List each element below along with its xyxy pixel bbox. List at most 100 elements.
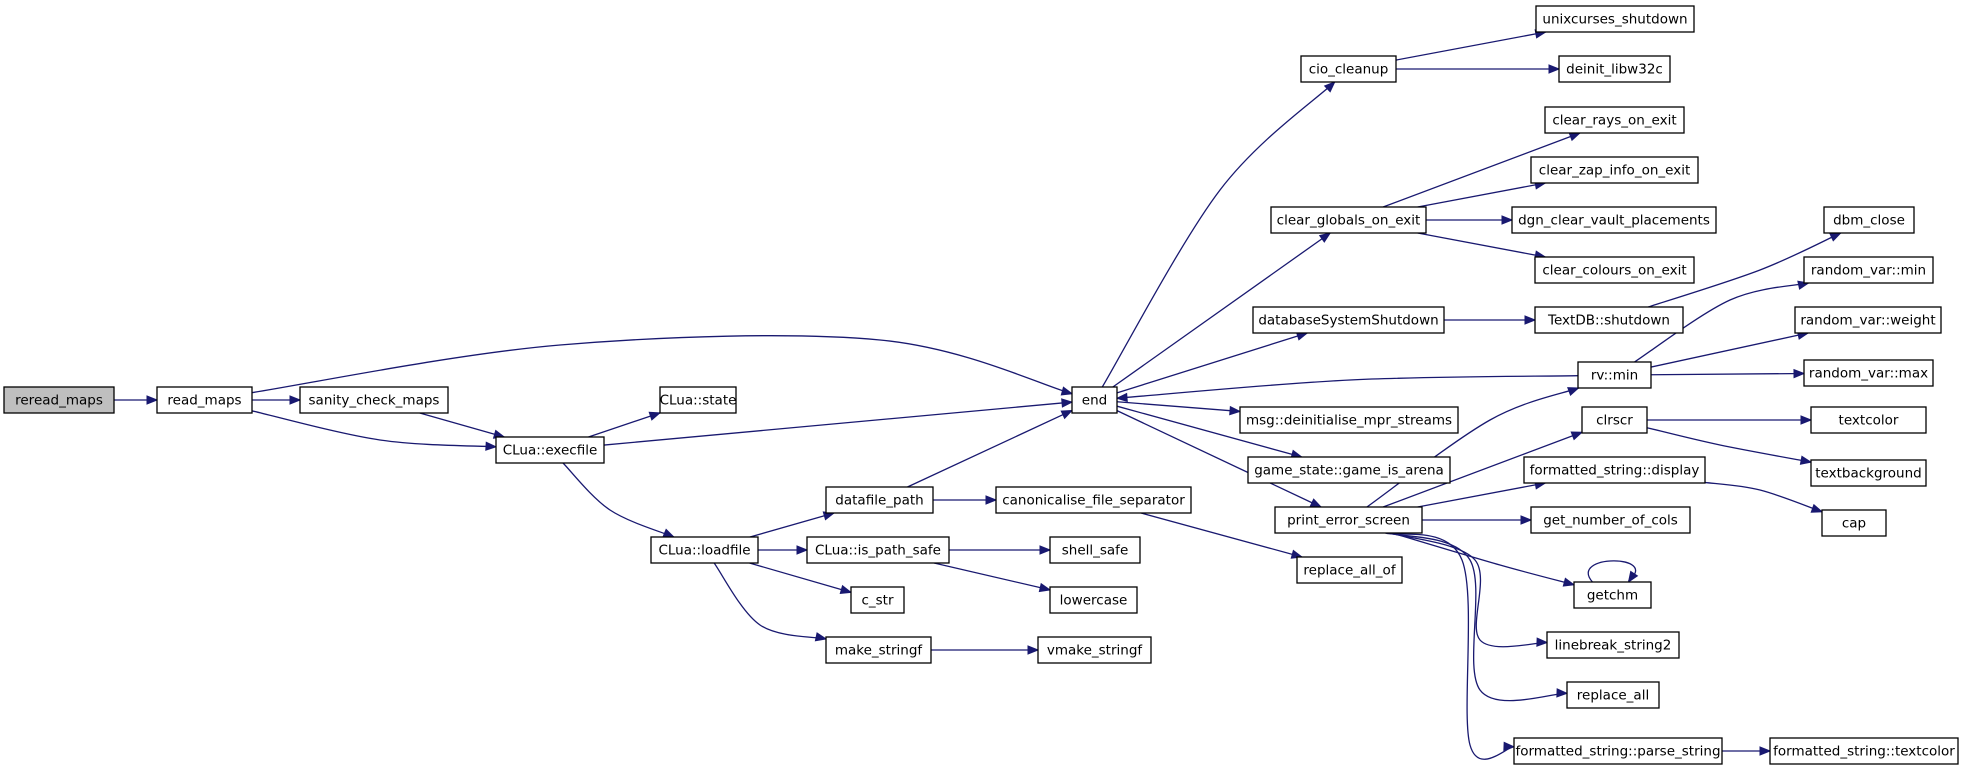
node-replace-all-of[interactable]: replace_all_of [1296,556,1403,584]
node-random-var-weight[interactable]: random_var::weight [1794,306,1942,334]
edge-arrowhead [1570,431,1584,441]
edge-line [1116,375,1579,399]
edge-getchm-to-getchm [1587,560,1639,584]
node-formatted-string-display[interactable]: formatted_string::display [1523,456,1706,484]
node-game-state-game-is-arena[interactable]: game_state::game_is_arena [1247,456,1451,484]
node-databasesystemshutdown[interactable]: databaseSystemShutdown [1252,306,1445,334]
edge-arrowhead [1524,315,1537,325]
node-deinit-libw32c[interactable]: deinit_libw32c [1558,55,1671,83]
edge-arrowhead [1568,132,1582,142]
node-box [1573,581,1652,609]
node-c-str[interactable]: c_str [850,586,905,614]
node-clear-rays-on-exit[interactable]: clear_rays_on_exit [1544,106,1685,134]
node-shell-safe[interactable]: shell_safe [1049,536,1141,564]
node-label: c_str [861,593,893,609]
node-formatted-string-textcolor[interactable]: formatted_string::textcolor [1769,737,1959,765]
node-clear-zap-info-on-exit[interactable]: clear_zap_info_on_exit [1530,156,1699,184]
node-vmake-stringf[interactable]: vmake_stringf [1037,636,1152,664]
node-box [1803,359,1934,387]
node-label: CLua::execfile [503,443,598,459]
node-lowercase[interactable]: lowercase [1049,586,1138,614]
edge-line [1389,532,1548,648]
node-print-error-screen[interactable]: print_error_screen [1274,506,1423,534]
edge-arrowhead [1503,741,1516,752]
node-clear-globals-on-exit[interactable]: clear_globals_on_exit [1270,206,1427,234]
edge-print-error-screen-to-fs-display [1417,480,1547,508]
node-clrscr[interactable]: clrscr [1581,406,1648,434]
edge-line [713,562,827,640]
edge-arrowhead [1501,215,1514,225]
node-box [1823,206,1915,234]
edge-line [1116,405,1302,458]
node-label: sanity_check_maps [309,393,440,409]
node-reread-maps[interactable]: reread_maps [3,386,115,414]
edge-line [1648,232,1841,308]
edge-arrowhead [1061,398,1074,408]
node-end[interactable]: end [1071,386,1118,414]
edge-arrowhead [1309,498,1323,508]
node-textbackground[interactable]: textbackground [1810,459,1927,487]
node-textdb-shutdown[interactable]: TextDB::shutdown [1534,306,1684,334]
node-linebreak-string2[interactable]: linebreak_string2 [1546,631,1680,659]
node-label: clear_globals_on_exit [1277,213,1421,229]
edge-line [1116,332,1308,394]
node-label: deinit_libw32c [1566,62,1663,78]
edge-print-error-screen-to-get-number-of-cols [1422,515,1533,525]
edge-arrowhead [289,395,302,405]
node-random-var-min[interactable]: random_var::min [1803,256,1934,284]
node-box [1535,5,1695,33]
node-box [650,536,759,564]
node-random-var-max[interactable]: random_var::max [1803,359,1934,387]
edge-arrowhead [1060,409,1074,420]
node-box [299,386,449,414]
edge-arrowhead [1556,688,1569,698]
edge-end-to-print-error-screen [1116,410,1323,508]
edge-line [1385,532,1515,760]
node-read-maps[interactable]: read_maps [156,386,253,414]
node-label: cap [1842,516,1866,532]
node-clua-state[interactable]: CLua::state [659,386,737,414]
edge-sanity-check-maps-to-clua-execfile [419,412,506,439]
node-formatted-string-parse-string[interactable]: formatted_string::parse_string [1513,737,1723,765]
node-dbm-close[interactable]: dbm_close [1823,206,1915,234]
edge-arrowhead [1627,570,1639,584]
edge-arrowhead [1520,515,1533,525]
node-label: CLua::is_path_safe [815,543,941,559]
node-getchm[interactable]: getchm [1573,581,1652,609]
edge-clua-loadfile-to-c-str [749,562,853,594]
node-unixcurses-shutdown[interactable]: unixcurses_shutdown [1535,5,1695,33]
node-clua-is-path-safe[interactable]: CLua::is_path_safe [806,536,950,564]
edge-line [603,401,1073,446]
node-rv-min[interactable]: rv::min [1577,361,1652,389]
edge-arrowhead [1323,81,1336,93]
node-msg-deinitialise-mpr-streams[interactable]: msg::deinitialise_mpr_streams [1239,406,1459,434]
node-make-stringf[interactable]: make_stringf [825,636,932,664]
edge-clear-globals-on-exit-to-clear-zap-info-on-exit [1417,180,1547,208]
node-canonicalise-file-separator[interactable]: canonicalise_file_separator [995,486,1192,514]
node-sanity-check-maps[interactable]: sanity_check_maps [299,386,449,414]
node-clua-execfile[interactable]: CLua::execfile [495,436,605,464]
node-get-number-of-cols[interactable]: get_number_of_cols [1530,506,1691,534]
node-box [1577,361,1652,389]
node-replace-all[interactable]: replace_all [1566,681,1660,709]
node-box [1523,456,1706,484]
node-label: replace_all_of [1303,563,1396,579]
node-box [1071,386,1118,414]
node-dgn-clear-vault-placements[interactable]: dgn_clear_vault_placements [1511,206,1717,234]
node-cap[interactable]: cap [1821,509,1887,537]
node-clear-colours-on-exit[interactable]: clear_colours_on_exit [1534,256,1695,284]
node-cio-cleanup[interactable]: cio_cleanup [1300,55,1397,83]
node-datafile-path[interactable]: datafile_path [825,486,934,514]
edge-print-error-screen-to-fs-parse-string [1385,532,1516,760]
edge-line [907,409,1073,488]
edge-clua-is-path-safe-to-lowercase [933,562,1052,593]
node-box [1530,506,1691,534]
node-label: end [1082,393,1107,409]
node-box [1037,636,1152,664]
node-clua-loadfile[interactable]: CLua::loadfile [650,536,759,564]
node-textcolor[interactable]: textcolor [1810,406,1927,434]
node-box [495,436,605,464]
edge-arrowhead [985,495,998,505]
node-box [1530,156,1699,184]
node-label: make_stringf [835,643,924,659]
